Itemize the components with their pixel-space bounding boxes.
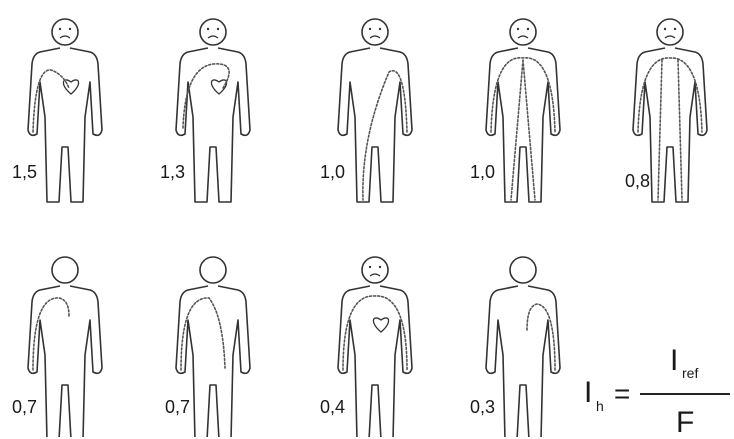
formula-equals: =	[614, 380, 630, 408]
formula-denominator: F	[676, 408, 694, 438]
formula-numerator: I	[670, 346, 678, 376]
formula-fraction-bar	[640, 393, 730, 395]
formula-numerator-subscript: ref	[682, 366, 698, 380]
formula-lhs: I	[584, 378, 592, 408]
formula-lhs-subscript: h	[596, 399, 604, 413]
